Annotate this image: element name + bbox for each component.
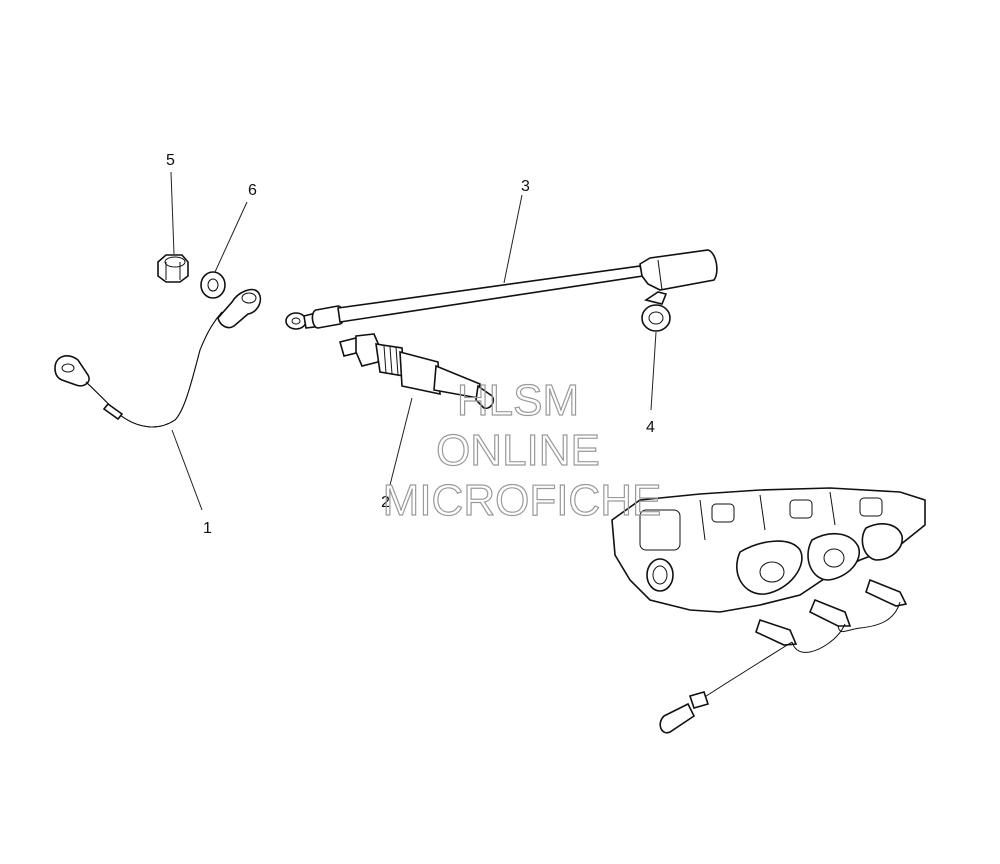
callout-1: 1	[203, 520, 212, 537]
glow-plug-cable-part-3[interactable]	[285, 249, 718, 330]
glow-plug-part-2[interactable]	[339, 333, 495, 410]
callout-4: 4	[646, 419, 655, 436]
cylinder-head-inset	[611, 487, 926, 734]
callout-6: 6	[248, 182, 257, 199]
leader-line-1	[171, 429, 203, 511]
watermark-line-3: MICROFICHE	[383, 476, 662, 525]
leader-line-6	[214, 201, 248, 273]
nut-part-5[interactable]	[157, 254, 189, 283]
clip-part-4[interactable]	[641, 291, 671, 332]
ground-wire-part-1[interactable]	[54, 288, 262, 428]
washer-part-6[interactable]	[200, 271, 226, 299]
leader-line-2	[389, 397, 413, 486]
watermark-line-1: HLSM	[457, 376, 579, 425]
watermark: HLSM ONLINE MICROFICHE	[382, 375, 662, 525]
callout-2: 2	[381, 494, 390, 511]
leader-line-5	[170, 171, 175, 255]
watermark-line-2: ONLINE	[436, 426, 600, 475]
callout-5: 5	[166, 152, 175, 169]
leader-line-3	[503, 194, 523, 284]
leader-line-4	[650, 331, 657, 411]
callout-3: 3	[521, 178, 530, 195]
